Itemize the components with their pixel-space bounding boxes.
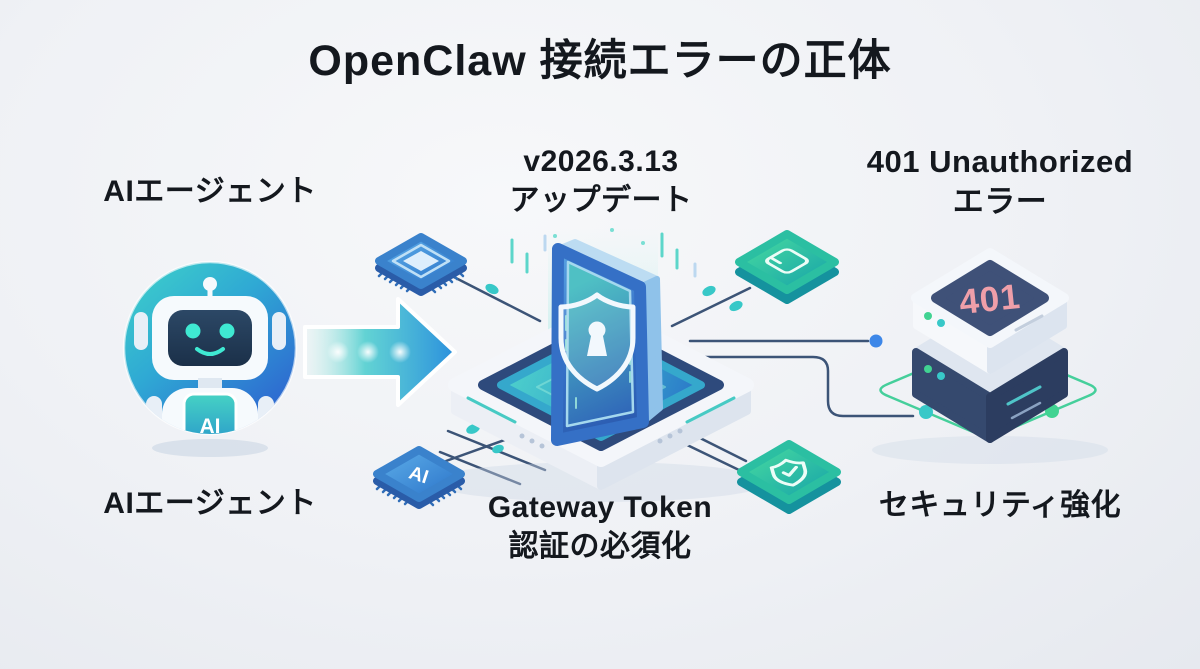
update-label: v2026.3.13 アップデート: [444, 142, 758, 220]
security-platform-icon: [430, 239, 770, 502]
server-status-code: 401: [957, 277, 1022, 322]
unauthorized-label-line2: エラー: [952, 184, 1048, 220]
update-label-line2: アップデート: [509, 184, 693, 217]
page-title: OpenClaw 接続エラーの正体: [308, 37, 892, 85]
robot-chest-badge: AI: [200, 415, 221, 438]
update-label-line1: v2026.3.13: [523, 145, 679, 178]
gateway-label-line2: 認証の必須化: [508, 530, 692, 563]
agent-label-top: AIエージェント: [103, 175, 317, 208]
cpu-chip-icon: [375, 233, 467, 296]
document-tile-icon: [735, 230, 839, 304]
unauthorized-label: 401 Unauthorized エラー: [818, 142, 1182, 223]
gateway-label-line1: Gateway Token: [487, 491, 713, 524]
accent-dashes: [510, 228, 697, 278]
security-label: セキュリティ強化: [878, 489, 1122, 522]
shield-panel: [551, 239, 663, 446]
keyhole-icon: [587, 321, 607, 356]
shield-check-tile-icon: [737, 440, 841, 514]
circuit-node-dots: [466, 283, 883, 454]
circuit-lines: [438, 272, 915, 486]
ai-chip-icon: AI: [373, 446, 465, 509]
unauthorized-label-line1: 401 Unauthorized: [866, 144, 1134, 179]
gateway-label: Gateway Token 認証の必須化: [438, 488, 762, 566]
arrow-icon: [303, 297, 457, 407]
server-stack-icon: 401: [872, 248, 1108, 464]
robot-avatar-icon: AI: [122, 260, 298, 457]
agent-label-bottom: AIエージェント: [103, 487, 317, 520]
